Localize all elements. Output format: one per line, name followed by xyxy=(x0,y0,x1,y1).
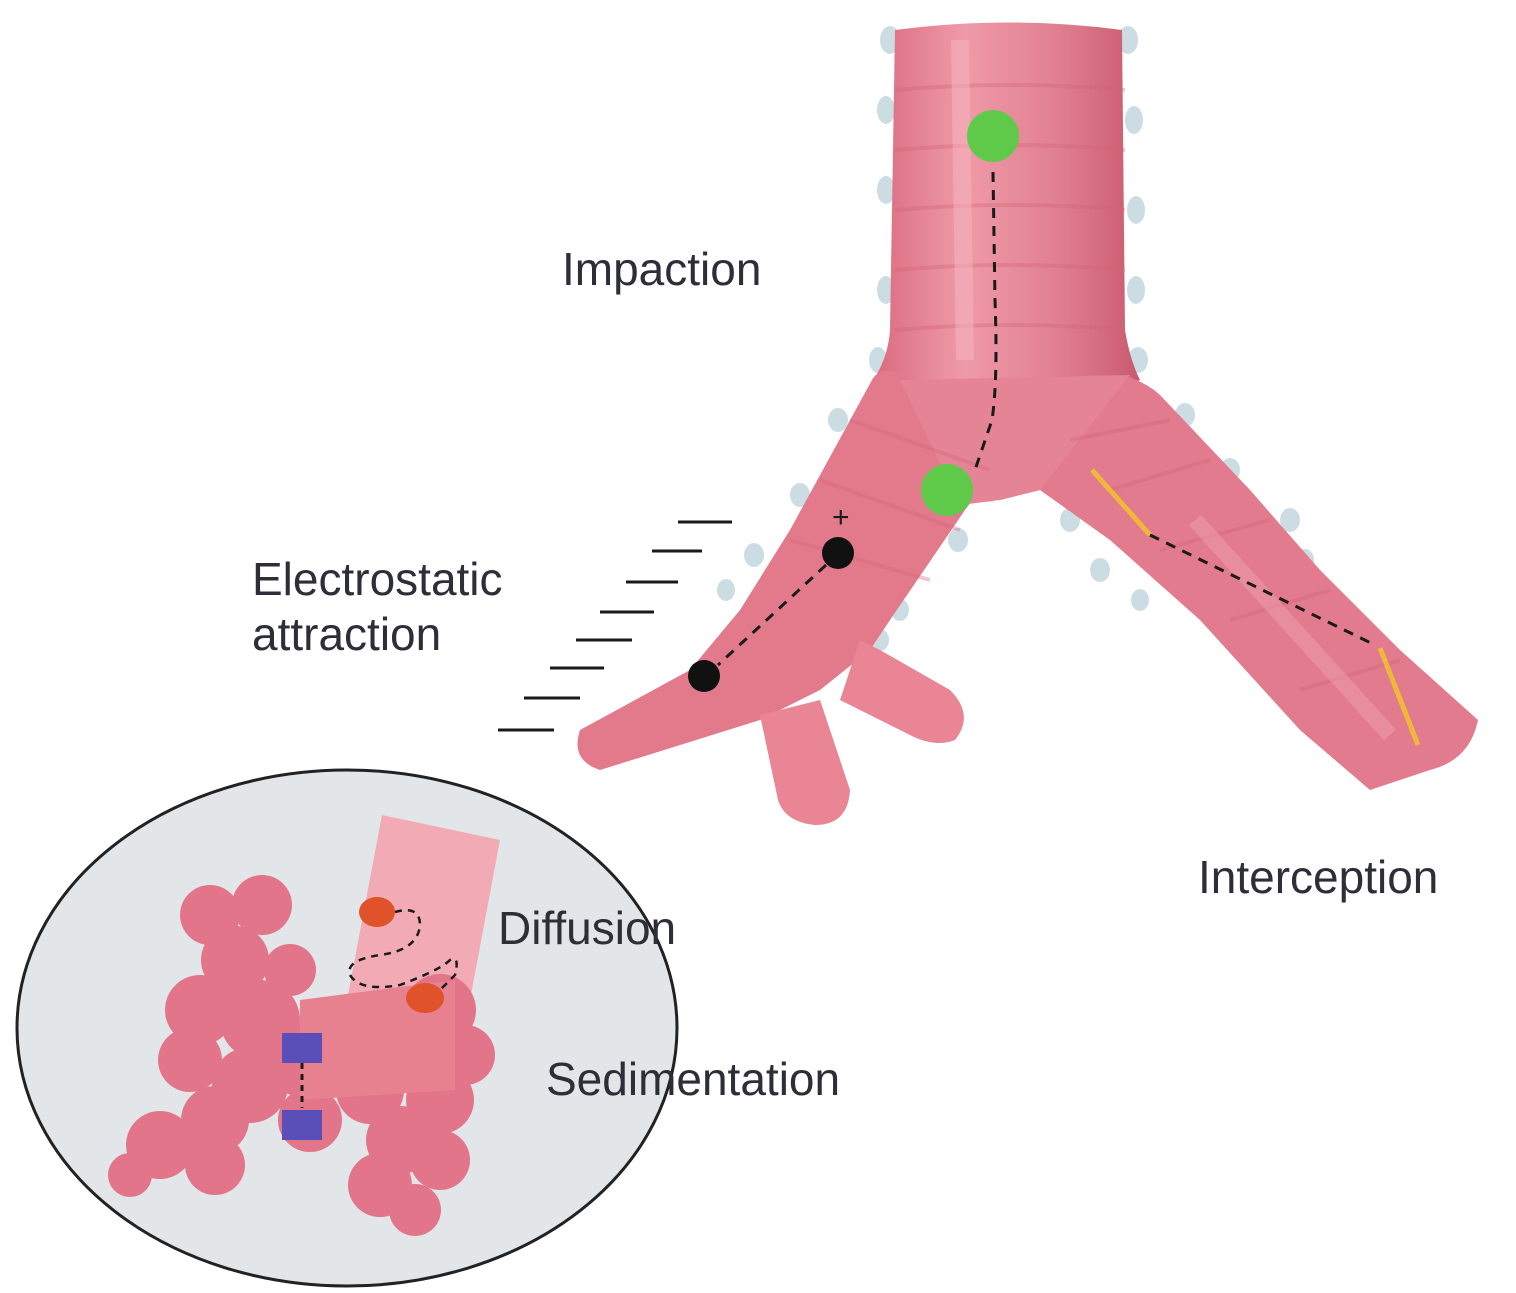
label-sedimentation: Sedimentation xyxy=(546,1053,840,1105)
impaction-particle-deposited xyxy=(921,464,973,516)
positive-charge-symbol: + xyxy=(832,501,850,534)
charged-particle-deposited xyxy=(688,660,720,692)
label-interception: Interception xyxy=(1198,851,1438,903)
label-electrostatic-line1: Electrostatic xyxy=(252,553,503,605)
impaction-particle-start xyxy=(967,110,1019,162)
diffusion-particle-deposited xyxy=(406,983,444,1013)
alveolar-inset xyxy=(17,770,677,1286)
label-diffusion: Diffusion xyxy=(498,902,676,954)
left-branch-lower xyxy=(760,700,850,825)
charged-particle-start xyxy=(822,537,854,569)
label-electrostatic-line2: attraction xyxy=(252,608,441,660)
label-impaction: Impaction xyxy=(562,243,761,295)
bronchial-tree xyxy=(578,23,1479,826)
sedimentation-particle-deposited xyxy=(282,1110,322,1140)
left-branch-upper xyxy=(840,640,964,743)
diffusion-particle-start xyxy=(359,897,395,927)
sedimentation-particle-start xyxy=(282,1033,322,1063)
